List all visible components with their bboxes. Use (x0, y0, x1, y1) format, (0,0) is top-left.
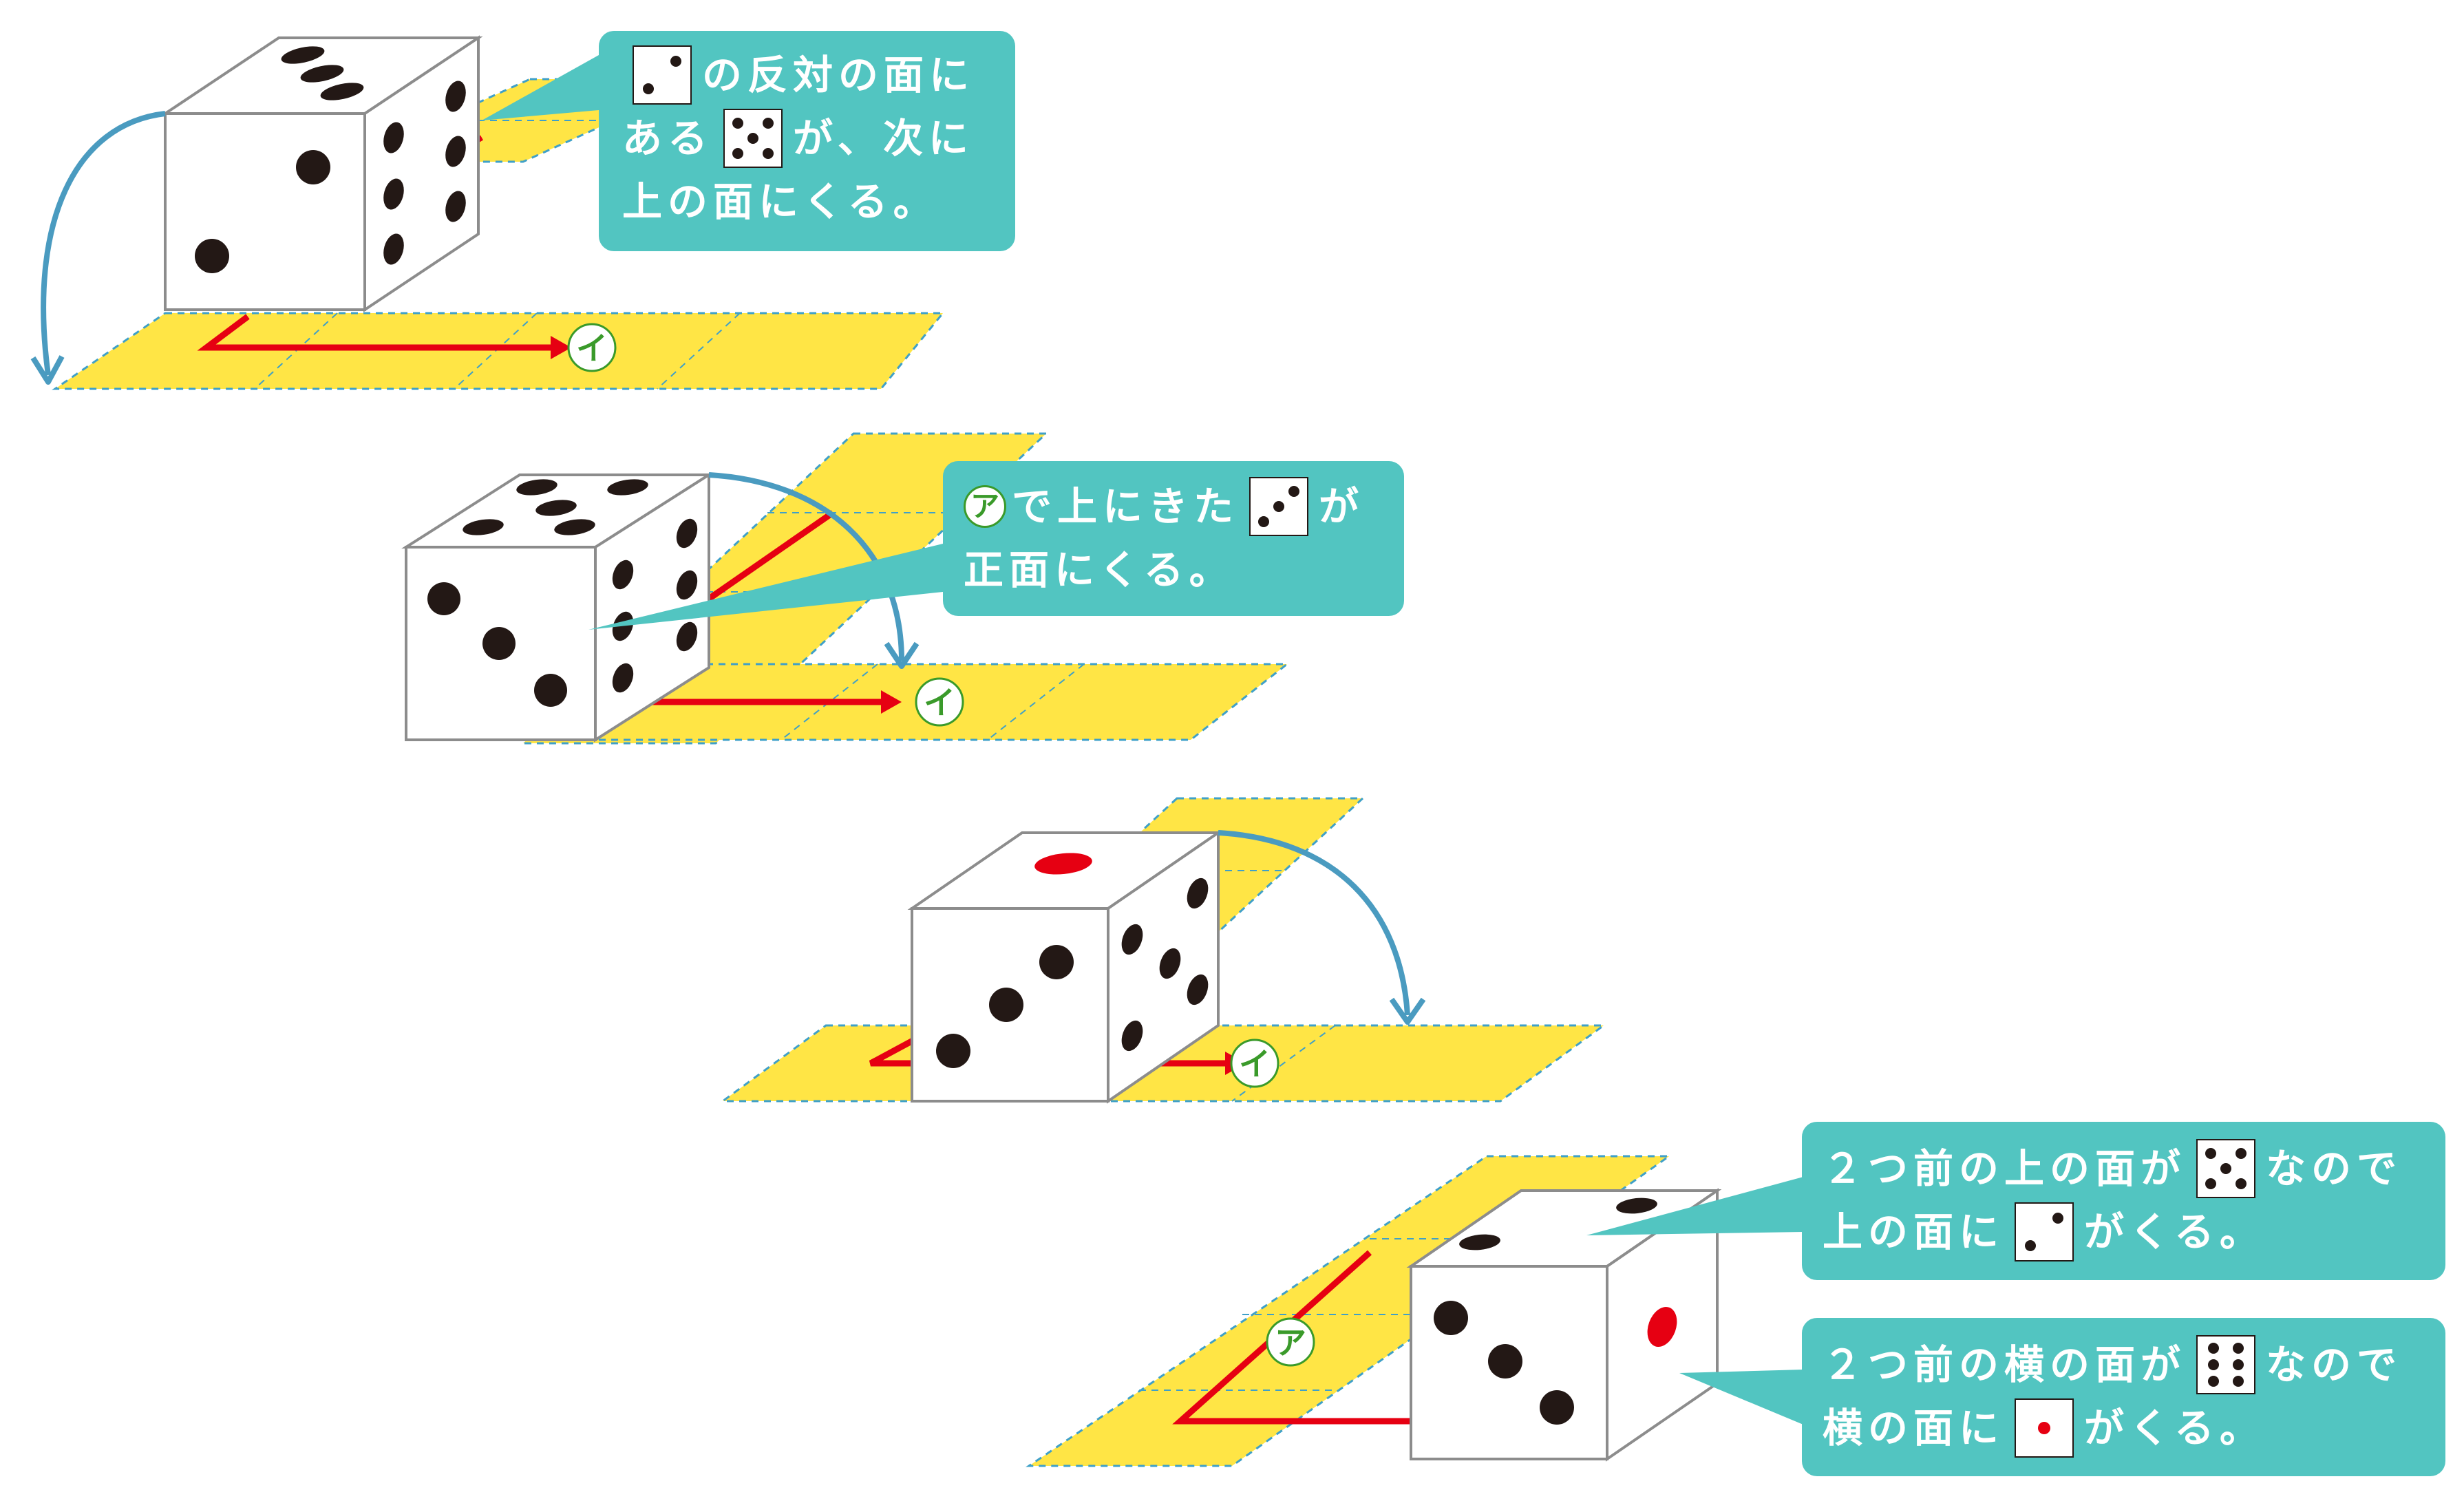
callout-pointer-2 (588, 544, 943, 630)
callout-4-line1a: ２つ前の横の面が (1823, 1341, 2187, 1388)
roll-arrow-3 (1218, 830, 1410, 1016)
callout-1-line1: の反対の面に (702, 52, 975, 98)
svg-text:イ: イ (1239, 1045, 1271, 1083)
label-a (1266, 1317, 1315, 1367)
die-front (164, 112, 366, 311)
die-face-5-icon (723, 108, 783, 169)
callout-3-line1a: ２つ前の上の面が (1823, 1145, 2187, 1192)
callout-4: ２つ前の横の面が なので 横の面に がくる。 (1802, 1318, 2445, 1476)
svg-text:イ: イ (924, 684, 955, 721)
strip-front-1 (52, 312, 946, 390)
label-i-3 (1230, 1039, 1279, 1088)
label-i-1 (567, 323, 617, 372)
svg-text:ア: ア (1275, 1324, 1306, 1361)
roll-arrow-2 (708, 472, 904, 661)
route-path-4 (1172, 1250, 1411, 1425)
die-face-6-icon (2196, 1334, 2256, 1395)
callout-pointer-3 (1586, 1177, 1803, 1235)
callout-2-line1b: が (1319, 483, 1365, 530)
callout-4-line2a: 横の面に (1823, 1405, 2005, 1451)
callout-3-line2a: 上の面に (1823, 1209, 2005, 1255)
callout-2-line2: 正面にくる。 (964, 546, 1235, 593)
dice-step-2: イ (401, 432, 1291, 745)
svg-text:イ: イ (576, 330, 608, 367)
die-face-1-icon (2014, 1398, 2074, 1458)
die-face-3-icon (1249, 476, 1309, 537)
callout-1-line2a: ある (622, 115, 714, 162)
callout-pointer-1 (482, 55, 599, 120)
callout-4-line1b: なので (2266, 1341, 2403, 1388)
dice-step-3: イ (719, 797, 1607, 1104)
callout-2-line1a: で上にきた (1012, 483, 1240, 530)
roll-arrow-1 (41, 111, 166, 376)
label-i-2 (915, 677, 964, 727)
route-path-2 (707, 510, 835, 602)
callout-3-line2b: がくる。 (2084, 1209, 2265, 1255)
callout-1: の反対の面に ある が、次に 上の面にくる。 (599, 31, 1015, 251)
die-face-5-icon (2196, 1138, 2256, 1199)
die-face-2-icon (632, 45, 692, 105)
callout-2: ア で上にきた が 正面にくる。 (943, 461, 1404, 616)
callout-1-line3: 上の面にくる。 (622, 178, 939, 225)
die-face-2-icon (2014, 1202, 2074, 1262)
callout-3-line1b: なので (2266, 1145, 2403, 1192)
dice-step-4: ア (1026, 1155, 1803, 1467)
dice-step-1: イ (30, 35, 946, 390)
callout-3: ２つ前の上の面が なので 上の面に がくる。 (1802, 1122, 2445, 1280)
callout-4-line2b: がくる。 (2084, 1405, 2265, 1451)
callout-1-line2b: が、次に (793, 115, 974, 162)
label-a-icon: ア (964, 485, 1006, 528)
callout-pointer-4 (1679, 1370, 1803, 1425)
